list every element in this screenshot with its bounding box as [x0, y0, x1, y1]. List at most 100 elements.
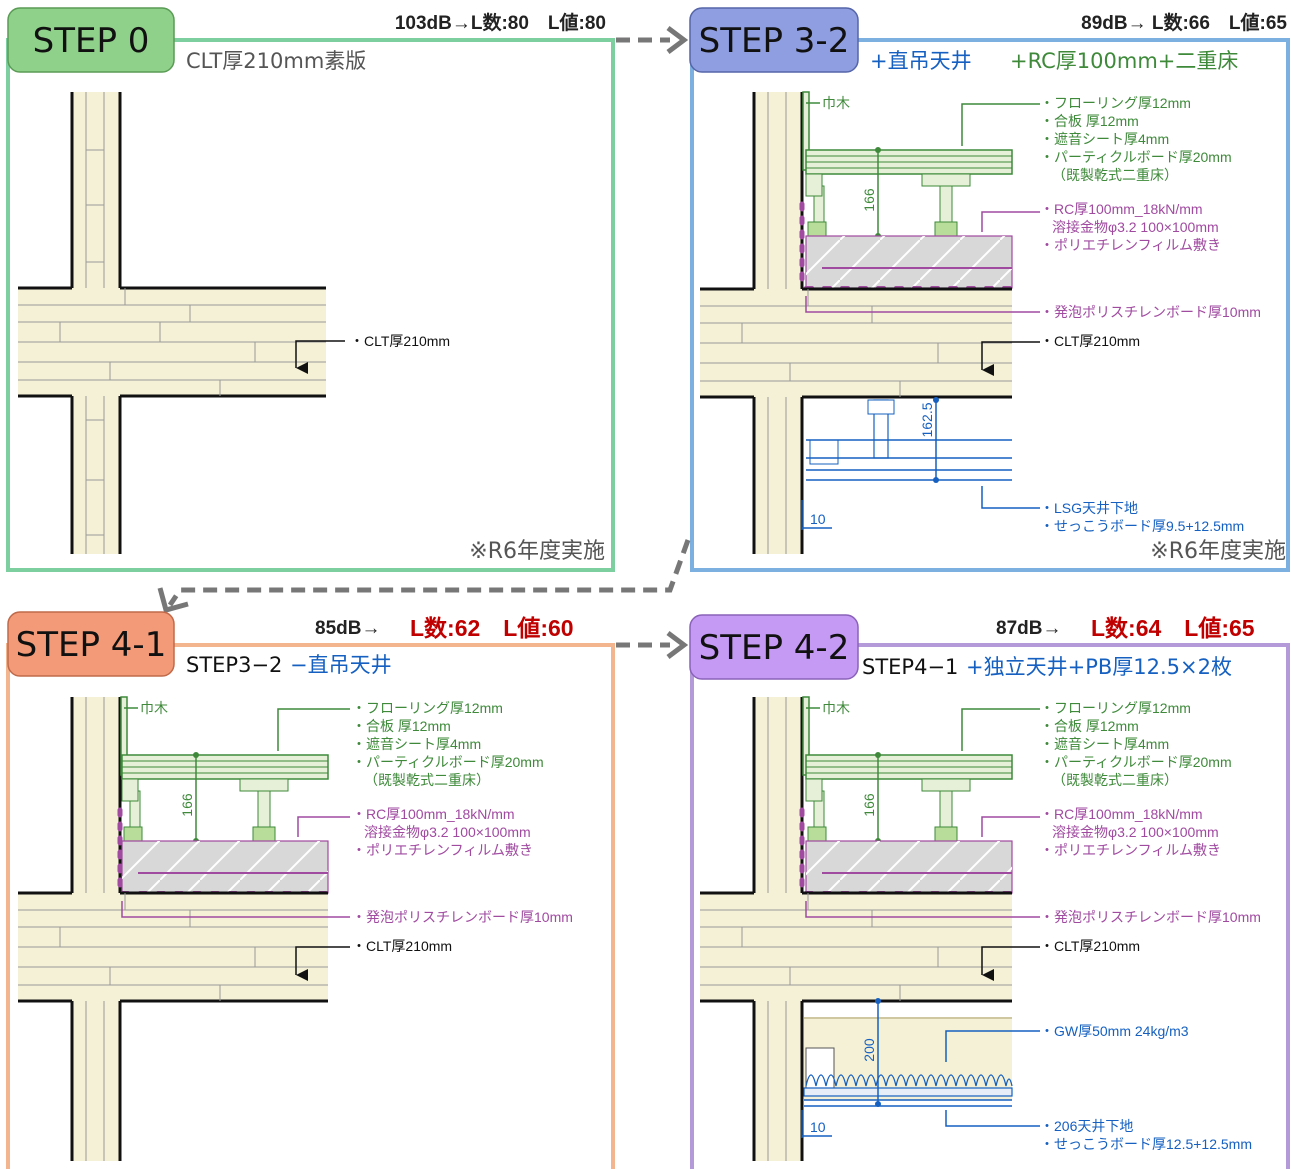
step32-floor-item: ・遮音シート厚4mm [1040, 131, 1169, 147]
step41-floor-item: ・フローリング厚12mm [352, 700, 503, 716]
step41-result-l: L数:62 L値:60 [410, 615, 574, 641]
step32-rc-item: ・ポリエチレンフィルム敷き [1040, 237, 1221, 253]
badge-step32-label: STEP 3-2 [699, 21, 850, 61]
step32-ceiling-item: ・LSG天井下地 [1040, 500, 1138, 516]
panel-border [6, 38, 615, 572]
step32-floor-item: ・パーティクルボード厚20mm [1040, 149, 1232, 165]
step32-ceiling: 162.5 10 [801, 397, 1012, 530]
step41-rc-slab [117, 807, 330, 896]
step42-rc-item: ・ポリエチレンフィルム敷き [1040, 842, 1221, 858]
step42-ceiling-item: ・せっこうボード厚12.5+12.5mm [1040, 1136, 1252, 1152]
step32-subtitle-ceiling: +直吊天井 [870, 49, 972, 73]
step0-result-header: 103dB→L数:80 L値:80 [395, 11, 606, 34]
step32-result-header: 89dB→ L数:66 L値:65 [1081, 11, 1287, 34]
panel-border [6, 643, 615, 1169]
panel-step42: STEP 4-2 87dB→ L数:64 L値:65 STEP4−1 +独立天井… [689, 614, 1261, 1161]
step41-subtitle-change: −直吊天井 [290, 653, 392, 677]
leader-arrow [295, 340, 345, 374]
badge-step41 [7, 611, 175, 677]
flow-arrowhead [157, 587, 189, 614]
flow-arrow-step32-to-step41 [167, 539, 691, 607]
step42-dim-floor: 166 [861, 793, 877, 817]
panel-border [690, 38, 1290, 572]
step41-floor-item: （既製乾式二重床） [364, 772, 490, 788]
badge-step41-label: STEP 4-1 [16, 625, 167, 665]
glass-wool-layer [805, 1074, 1013, 1087]
flow-arrows [167, 37, 691, 648]
panel-step41-frame [6, 643, 615, 1169]
step42-habaki: 巾木 [822, 700, 850, 716]
step32-subtitle-floor: +RC厚100mm+二重床 [1010, 49, 1238, 73]
step41-double-floor: 166 [121, 752, 329, 844]
flow-arrowheads [157, 26, 689, 659]
step0-clt-label: ・CLT厚210mm [350, 333, 450, 349]
step41-clt-label: ・CLT厚210mm [352, 938, 452, 954]
step32-foam-label: ・発泡ポリスチレンボード厚10mm [1040, 304, 1261, 320]
step42-wall [752, 697, 804, 1161]
step32-dim-floor: 166 [861, 188, 877, 212]
flow-arrowhead [666, 26, 689, 54]
step32-rc-item: ・RC厚100mm_18kN/mm [1040, 201, 1203, 217]
badge-step32 [689, 7, 859, 73]
step42-rc-item: 溶接金物φ3.2 100×100mm [1052, 824, 1219, 840]
badge-step0-label: STEP 0 [33, 21, 150, 61]
badge-step42-label: STEP 4-2 [699, 628, 850, 668]
step32-floor-item: （既製乾式二重床） [1052, 167, 1178, 183]
panel-step41: STEP 4-1 85dB→ L数:62 L値:60 STEP3−2 −直吊天井… [7, 611, 574, 1161]
step32-dim-gap: 10 [810, 511, 826, 527]
step32-rc-item: 溶接金物φ3.2 100×100mm [1052, 219, 1219, 235]
step32-dim-ceiling: 162.5 [919, 402, 935, 437]
step32-clt-slab [700, 287, 1012, 399]
step41-rc-item: ・RC厚100mm_18kN/mm [352, 806, 515, 822]
step41-subtitle-base: STEP3−2 [186, 653, 282, 677]
step41-dim-floor: 166 [179, 793, 195, 817]
step41-floor-item: ・パーティクルボード厚20mm [352, 754, 544, 770]
step0-note: ※R6年度実施 [469, 539, 605, 564]
step32-rc-slab [799, 201, 1014, 291]
step41-floor-item: ・遮音シート厚4mm [352, 736, 481, 752]
step32-clt-label: ・CLT厚210mm [1040, 333, 1140, 349]
step42-dim-ceiling: 200 [861, 1038, 877, 1062]
step32-wall [752, 92, 804, 554]
step42-clt-slab [700, 891, 1012, 1003]
step32-floor-item: ・フローリング厚12mm [1040, 95, 1191, 111]
step42-double-floor: 166 [805, 752, 1013, 844]
step42-result-db: 87dB→ [996, 618, 1061, 639]
step42-result-l: L数:64 L値:65 [1091, 615, 1255, 641]
panel-step32: STEP 3-2 89dB→ L数:66 L値:65 +直吊天井 +RC厚100… [689, 7, 1287, 564]
step32-habaki: 巾木 [822, 95, 850, 111]
panel-step0: STEP 0 103dB→L数:80 L値:80 CLT厚210mm素版 ・CL… [7, 7, 606, 564]
step32-ceiling-item: ・せっこうボード厚9.5+12.5mm [1040, 518, 1244, 534]
step42-floor-item: （既製乾式二重床） [1052, 772, 1178, 788]
step41-floor-item: ・合板 厚12mm [352, 718, 451, 734]
flow-arrowhead [666, 631, 689, 659]
step42-dim-gap: 10 [810, 1119, 826, 1135]
step42-floor-item: ・遮音シート厚4mm [1040, 736, 1169, 752]
step41-clt-slab [18, 891, 328, 1003]
step42-ceiling-item: ・206天井下地 [1040, 1118, 1133, 1134]
step41-rc-item: 溶接金物φ3.2 100×100mm [364, 824, 531, 840]
step0-subtitle: CLT厚210mm素版 [186, 49, 366, 73]
panel-step32-frame [690, 38, 1290, 572]
step42-rc-item: ・RC厚100mm_18kN/mm [1040, 806, 1203, 822]
step42-floor-item: ・パーティクルボード厚20mm [1040, 754, 1232, 770]
step41-result-db: 85dB→ [315, 618, 380, 639]
step42-clt-label: ・CLT厚210mm [1040, 938, 1140, 954]
step41-habaki: 巾木 [140, 700, 168, 716]
step41-rc-item: ・ポリエチレンフィルム敷き [352, 842, 533, 858]
badge-step0 [7, 7, 175, 73]
step42-floor-item: ・合板 厚12mm [1040, 718, 1139, 734]
step42-ceiling: 200 10 [801, 998, 1013, 1138]
step32-floor-item: ・合板 厚12mm [1040, 113, 1139, 129]
step32-double-floor: 166 [805, 147, 1013, 239]
step32-note: ※R6年度実施 [1150, 539, 1286, 564]
panel-border [690, 643, 1290, 1169]
step41-foam-label: ・発泡ポリスチレンボード厚10mm [352, 909, 573, 925]
panel-step42-frame [690, 643, 1290, 1169]
step42-subtitle-change: +独立天井+PB厚12.5×2枚 [966, 655, 1232, 679]
step41-wall [70, 697, 122, 1161]
step42-gw-label: ・GW厚50mm 24kg/m3 [1040, 1023, 1189, 1039]
step42-floor-item: ・フローリング厚12mm [1040, 700, 1191, 716]
step42-subtitle-base: STEP4−1 [862, 655, 958, 679]
